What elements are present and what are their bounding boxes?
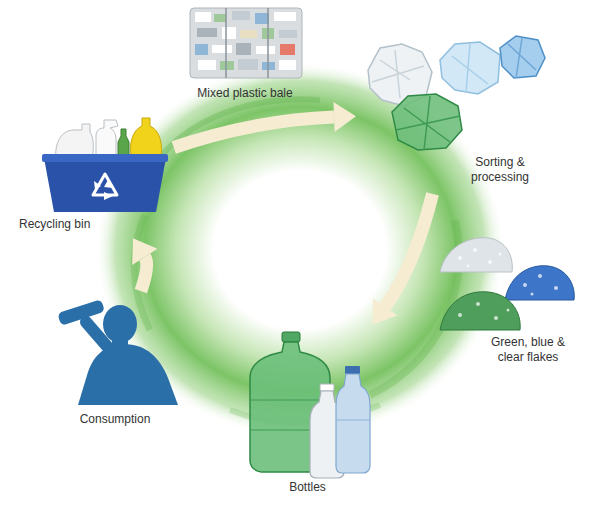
step-label: Green, blue & clear flakes: [480, 335, 576, 365]
arrow-head: [333, 102, 356, 132]
cycle-step: Sorting & processing: [360, 35, 545, 190]
cycle-arrow: [174, 102, 356, 147]
step-label: Bottles: [240, 480, 375, 495]
step-label: Consumption: [40, 412, 190, 427]
arrow-shaft: [385, 194, 432, 307]
cycle-step: Green, blue & clear flakes: [430, 230, 580, 370]
arrow-shaft: [174, 117, 334, 147]
flakes-picture: [440, 238, 574, 330]
cycle-step: Mixed plastic bale: [170, 0, 322, 104]
arrow-head: [372, 298, 397, 325]
recycling-bin-picture: [42, 118, 168, 212]
step-label: Mixed plastic bale: [170, 86, 320, 101]
cycle-arrow: [132, 238, 157, 291]
drinking-person-picture: [57, 299, 178, 405]
step-label: Sorting & processing: [460, 155, 540, 185]
step-label: Recycling bin: [19, 217, 90, 232]
bottles-picture: [250, 332, 370, 478]
arrow-head: [132, 238, 157, 265]
arrow-shaft: [141, 257, 147, 291]
cycle-arrow: [372, 194, 432, 325]
cycle-step: Consumption: [40, 295, 192, 430]
cycle-step: Recycling bin: [15, 115, 170, 235]
bale-picture: [190, 8, 302, 78]
crushed-bottles-picture: [368, 36, 545, 150]
cycle-step: Bottles: [240, 328, 377, 500]
